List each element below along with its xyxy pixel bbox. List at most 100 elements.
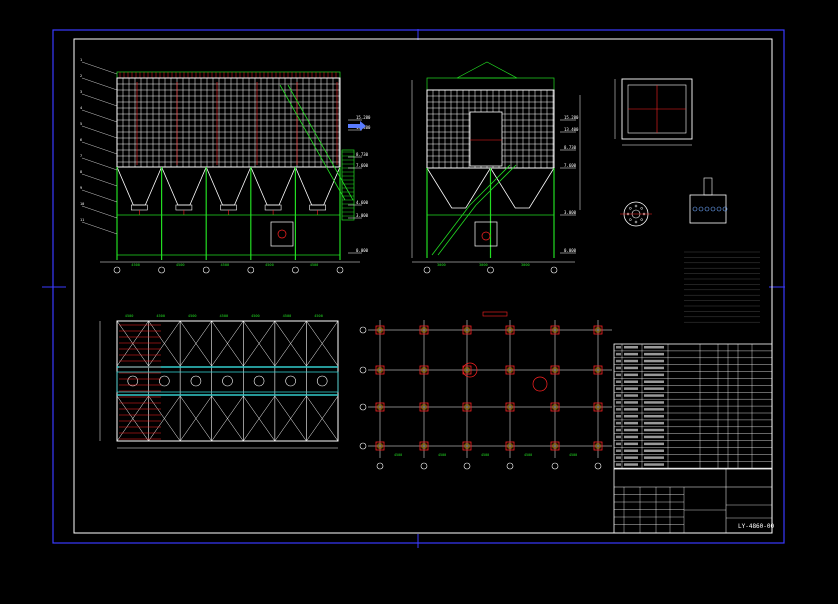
leader-line — [81, 61, 118, 75]
footing-pedestal — [595, 443, 601, 449]
foundation-row-bubble — [359, 326, 367, 334]
side-elevation-label: 15.280 — [564, 115, 579, 120]
bom-name-mark — [644, 442, 664, 446]
side-door-panel — [469, 111, 503, 167]
plan-dimension-label: 4500 — [220, 314, 229, 318]
side-elevation-label: 8.730 — [564, 145, 577, 150]
plan-brace — [243, 395, 276, 442]
cage-ring — [710, 206, 716, 212]
part-label: 10 — [80, 202, 84, 206]
foundation-axis-bubble — [376, 462, 384, 470]
plan-brace — [211, 395, 244, 442]
side-hopper — [426, 167, 492, 209]
part-label: 3 — [80, 90, 82, 94]
bom-name-mark — [644, 394, 664, 397]
foundation-row-bubble — [359, 403, 367, 411]
cage-ring — [704, 206, 710, 212]
foundation-dimension-label: 4500 — [524, 453, 532, 457]
bolt-hole — [640, 218, 643, 221]
bom-name-mark — [644, 463, 664, 466]
footing-pedestal — [507, 367, 513, 373]
bom-name-mark — [644, 435, 664, 439]
elevation-label: 7.600 — [356, 163, 369, 168]
footing-pedestal — [464, 443, 470, 449]
side-hopper — [489, 167, 555, 209]
foundation-dimension-label: 4500 — [481, 453, 489, 457]
bill-of-materials-table — [613, 343, 773, 469]
bom-index-mark — [616, 373, 621, 377]
plan-brace — [179, 320, 212, 367]
bom-name-mark — [644, 380, 664, 383]
cage-ring — [692, 206, 698, 212]
leader-line — [81, 157, 118, 171]
axis-bubble — [113, 266, 121, 274]
bom-code-mark — [624, 456, 638, 459]
side-dimension-label: 3000 — [437, 263, 446, 267]
elevation-label: 8.730 — [356, 152, 369, 157]
part-label: 4 — [80, 106, 82, 110]
leader-line — [81, 173, 118, 187]
part-label: 11 — [80, 218, 84, 222]
foundation-axis-bubble — [506, 462, 514, 470]
footing-pedestal — [377, 327, 383, 333]
footing — [462, 402, 472, 412]
side-axis-bubble — [487, 266, 494, 274]
plan-brace — [274, 320, 307, 367]
part-label: 6 — [80, 138, 82, 142]
plan-hopper-circle — [190, 375, 202, 387]
foundation-axis-bubble — [420, 462, 428, 470]
footing — [375, 365, 385, 375]
axis-bubble — [292, 266, 299, 274]
plan-brace — [116, 320, 149, 367]
plan-brace — [116, 395, 149, 442]
part-label: 8 — [80, 170, 82, 174]
footing-pedestal — [464, 327, 470, 333]
bom-index-mark — [616, 408, 621, 411]
bom-name-mark — [644, 408, 664, 411]
bolt-hole — [629, 207, 632, 210]
leader-line — [81, 141, 118, 155]
bom-index-mark — [616, 449, 621, 452]
plan-hopper-circle — [127, 375, 139, 387]
bom-index-mark — [616, 380, 621, 383]
bom-index-mark — [616, 366, 621, 370]
bom-index-mark — [616, 394, 621, 397]
footing-pedestal — [421, 327, 427, 333]
bom-code-mark — [624, 442, 638, 446]
ash-tank-marker — [277, 229, 287, 239]
footing — [593, 402, 603, 412]
duct-diagonal — [279, 84, 346, 201]
bom-name-mark — [644, 421, 664, 425]
bom-index-mark — [616, 463, 621, 466]
dimension-label: 4500 — [221, 263, 230, 267]
foundation-dimension-label: 4500 — [438, 453, 446, 457]
plan-hopper-circle — [285, 375, 296, 387]
bom-name-mark — [644, 401, 664, 404]
foundation-title-bar — [482, 311, 508, 317]
footing-pedestal — [377, 404, 383, 410]
dimension-label: 4500 — [131, 263, 140, 267]
plan-hopper-circle — [159, 375, 170, 387]
dimension-label: 4500 — [310, 263, 319, 267]
footing-pedestal — [552, 404, 558, 410]
elevation-label: 15.280 — [356, 115, 371, 120]
side-axis-bubble — [423, 266, 431, 274]
plan-dimension-label: 4500 — [156, 314, 165, 318]
foundation-row-bubble — [359, 366, 367, 374]
front-elevation-view: 4500450045004500450015.28013.4008.7307.6… — [80, 58, 371, 274]
cage-ring — [716, 206, 722, 212]
axis-bubble — [336, 266, 344, 274]
plan-dimension-label: 4500 — [314, 314, 323, 318]
bom-name-mark — [644, 346, 664, 349]
side-ash-tank — [474, 221, 498, 247]
bom-code-mark — [624, 408, 638, 411]
bom-index-mark — [616, 352, 621, 356]
duct-detail-outline — [621, 78, 693, 140]
bom-code-mark — [624, 463, 638, 466]
part-label: 1 — [80, 58, 82, 62]
plan-dimension-label: 4500 — [251, 314, 260, 318]
bolt-hole — [634, 204, 638, 208]
ladder-cage — [341, 149, 355, 221]
bom-index-mark — [616, 401, 621, 404]
